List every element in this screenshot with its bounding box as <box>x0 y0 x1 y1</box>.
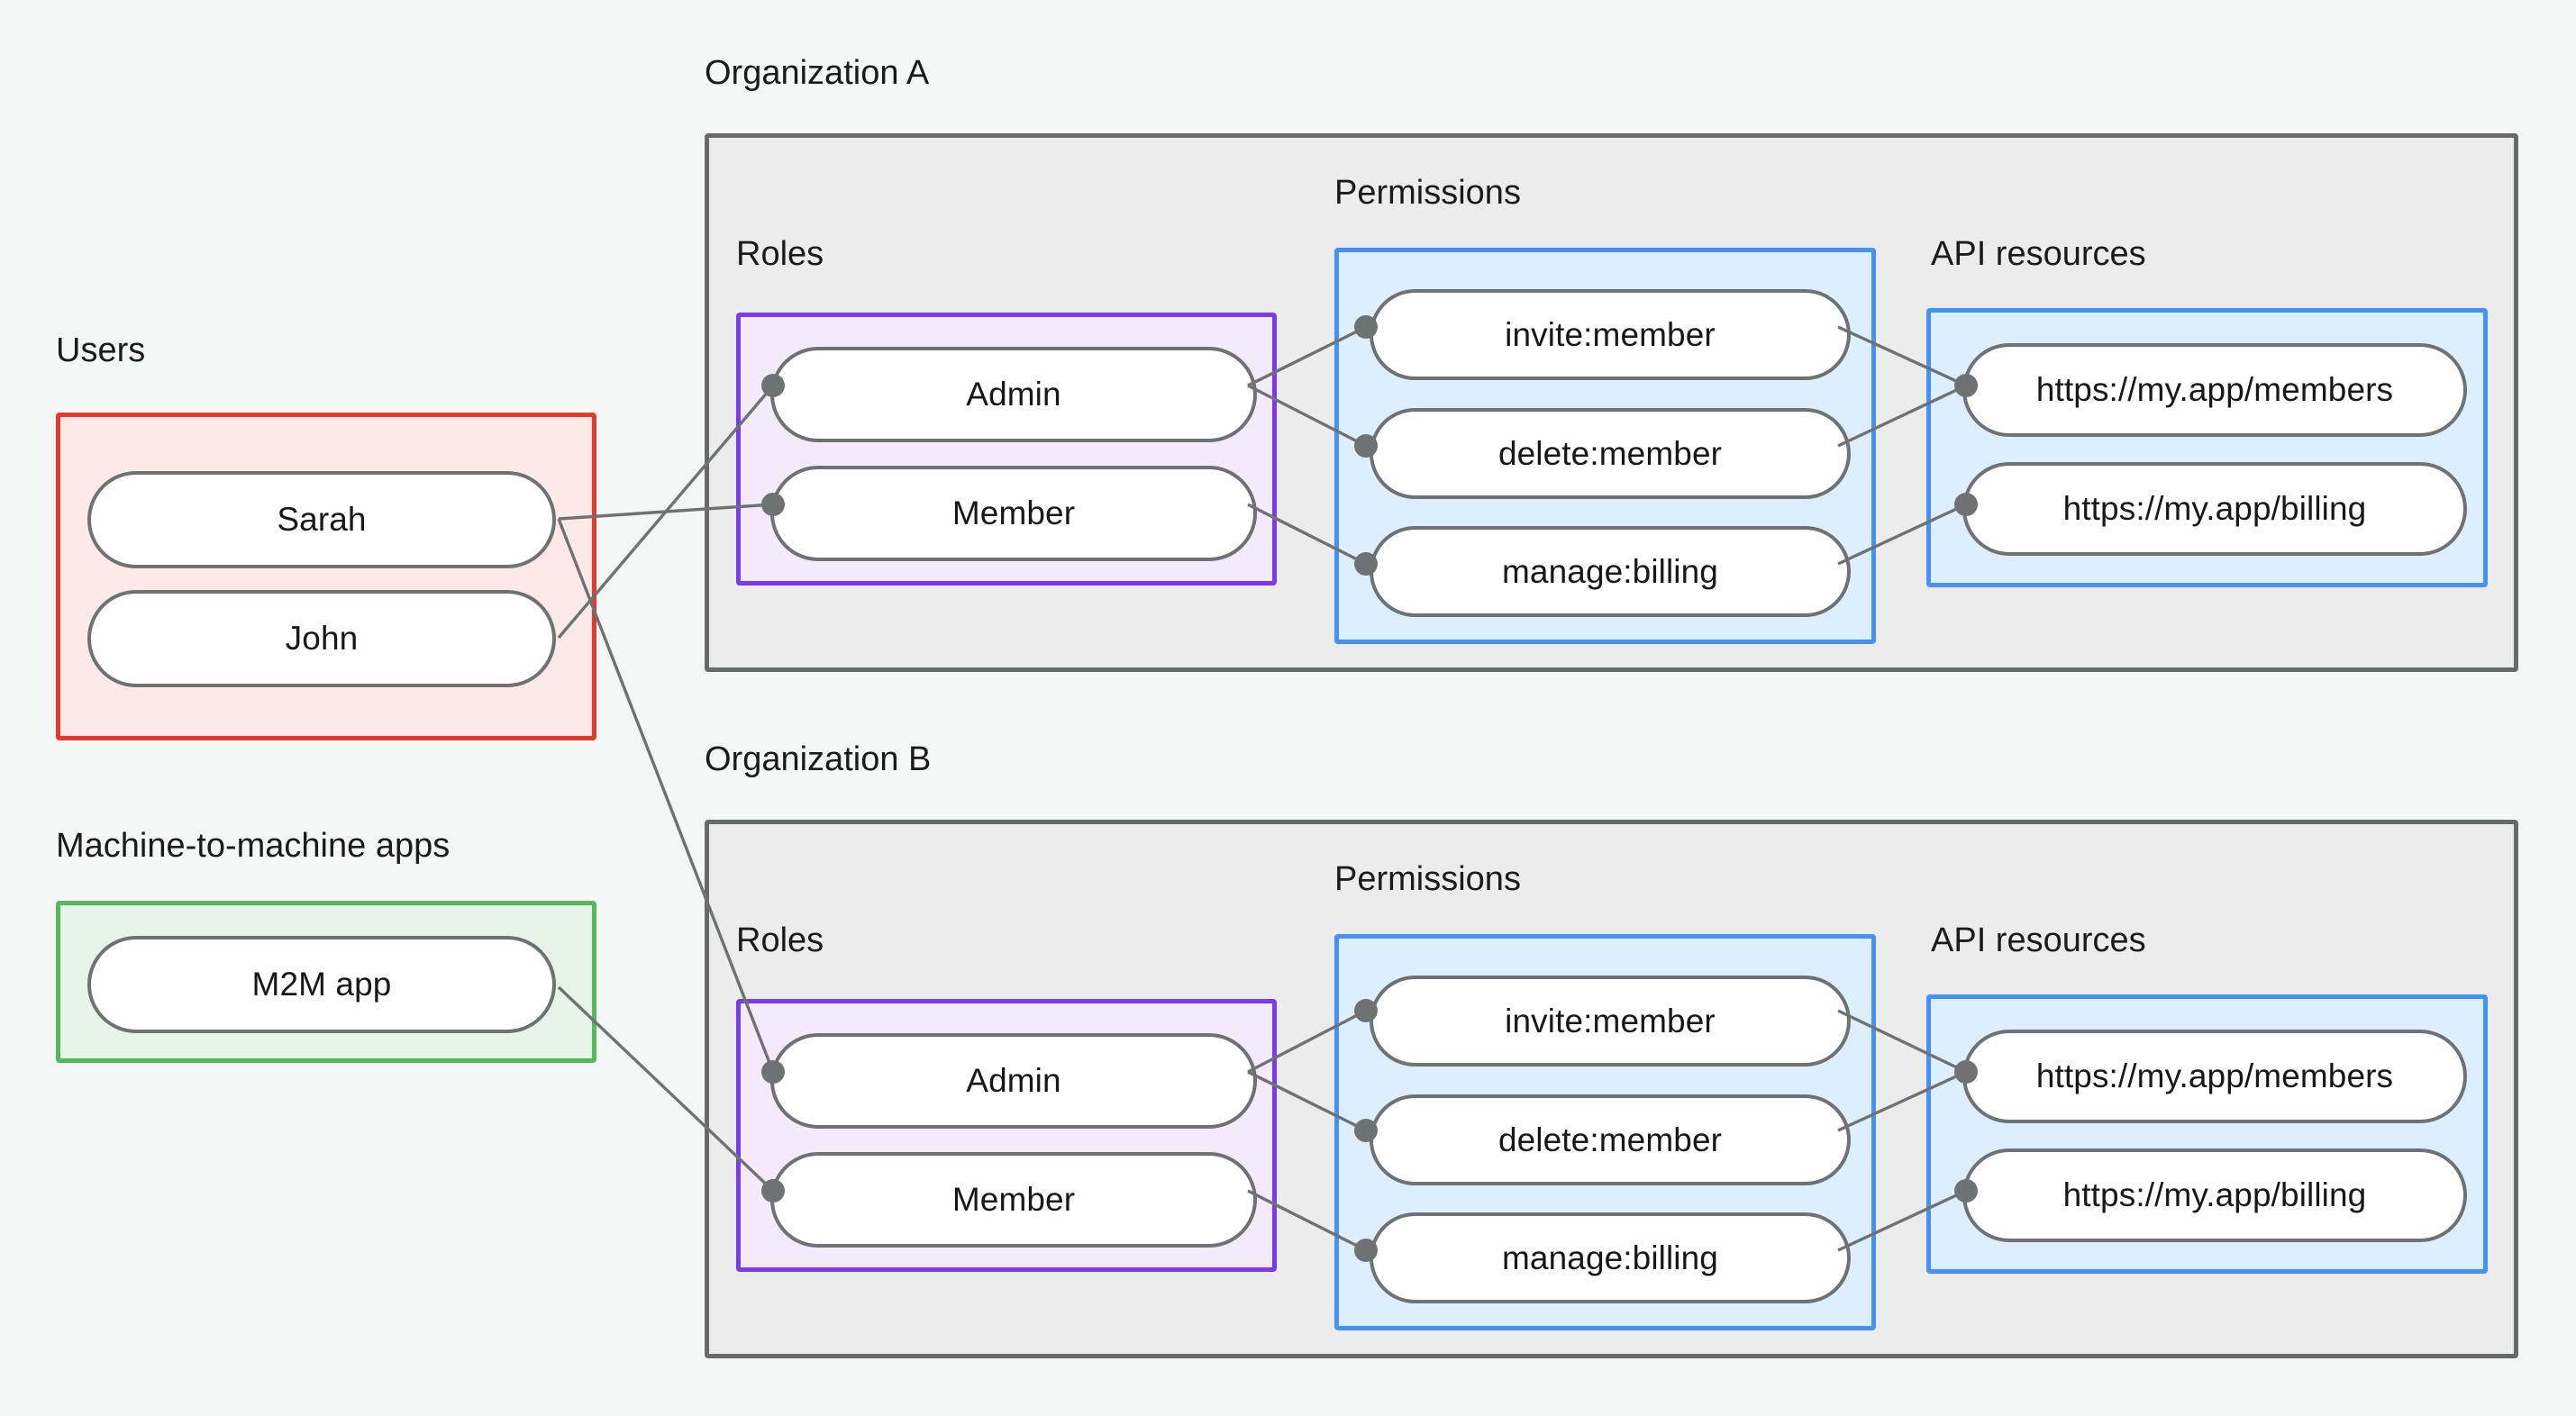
orgB-permissions-label: Permissions <box>1334 860 1521 898</box>
m2m-pill-app[interactable]: M2M app <box>87 936 556 1033</box>
organization-a-label: Organization A <box>705 54 930 92</box>
orgA-permission-pill-invite-member[interactable]: invite:member <box>1370 289 1851 380</box>
orgA-roles-box: Admin Member <box>736 313 1277 585</box>
orgA-role-pill-admin[interactable]: Admin <box>770 347 1257 442</box>
orgA-api-pill-members-2[interactable]: https://my.app/members <box>1962 343 2467 437</box>
m2m-group-box: M2M app <box>56 901 596 1063</box>
orgB-roles-label: Roles <box>736 921 824 959</box>
orgA-permissions-label: Permissions <box>1334 174 1521 212</box>
users-group-label: Users <box>56 331 146 369</box>
orgA-roles-label: Roles <box>736 235 824 273</box>
orgA-permission-pill-manage-billing[interactable]: manage:billing <box>1370 526 1851 617</box>
orgB-api-resources-label: API resources <box>1931 921 2146 959</box>
orgB-roles-box: Admin Member <box>736 999 1277 1272</box>
orgB-permission-pill-manage-billing[interactable]: manage:billing <box>1370 1212 1851 1303</box>
orgA-api-resources-panel: https://my.app/members https://my.app/bi… <box>1926 308 2488 587</box>
orgB-permissions-box: invite:member delete:member manage:billi… <box>1334 934 1876 1330</box>
orgA-role-pill-member[interactable]: Member <box>770 466 1257 561</box>
user-pill-sarah[interactable]: Sarah <box>87 471 556 568</box>
orgA-api-resources-label: API resources <box>1931 235 2146 273</box>
users-group-box: Sarah John <box>56 413 596 740</box>
user-pill-john[interactable]: John <box>87 590 556 687</box>
orgA-api-pill-billing[interactable]: https://my.app/billing <box>1962 462 2467 556</box>
orgB-role-pill-admin[interactable]: Admin <box>770 1033 1257 1129</box>
orgB-api-pill-members[interactable]: https://my.app/members <box>1962 1030 2467 1123</box>
orgA-permissions-box: invite:member delete:member manage:billi… <box>1334 248 1876 644</box>
orgB-permission-pill-delete-member[interactable]: delete:member <box>1370 1094 1851 1185</box>
m2m-group-label: Machine-to-machine apps <box>56 827 451 865</box>
organization-b-label: Organization B <box>705 740 932 778</box>
orgB-api-resources-panel: https://my.app/members https://my.app/bi… <box>1926 994 2488 1274</box>
orgB-role-pill-member[interactable]: Member <box>770 1152 1257 1248</box>
orgA-permission-pill-delete-member[interactable]: delete:member <box>1370 408 1851 499</box>
orgB-permission-pill-invite-member[interactable]: invite:member <box>1370 976 1851 1067</box>
orgB-api-pill-billing[interactable]: https://my.app/billing <box>1962 1148 2467 1242</box>
